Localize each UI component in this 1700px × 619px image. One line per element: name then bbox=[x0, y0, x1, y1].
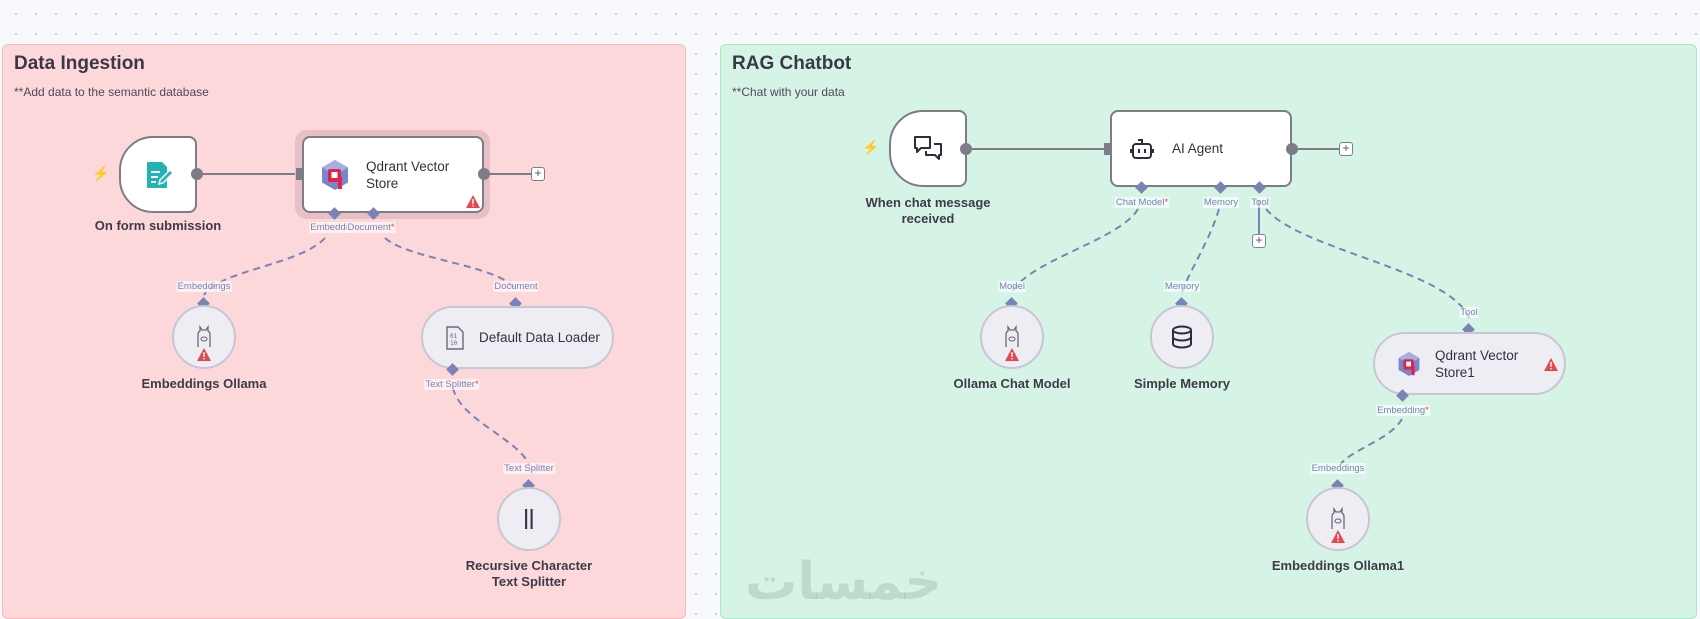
chat-bubbles-icon bbox=[914, 135, 942, 160]
warning-icon bbox=[466, 195, 480, 208]
node-label: When chat message received bbox=[865, 195, 991, 226]
connection-label: Chat Model* bbox=[1114, 197, 1170, 208]
warning-icon bbox=[1544, 358, 1558, 371]
group-subtitle: **Add data to the semantic database bbox=[14, 85, 209, 99]
qdrant-logo-icon bbox=[322, 159, 348, 190]
node-when-chat-message-received[interactable] bbox=[889, 110, 967, 187]
ollama-llama-icon bbox=[197, 325, 211, 347]
input-port[interactable] bbox=[296, 168, 303, 180]
node-qdrant-vector-store[interactable]: Qdrant Vector Store bbox=[302, 136, 484, 213]
node-embeddings-ollama[interactable] bbox=[172, 305, 236, 369]
ollama-llama-icon bbox=[1331, 507, 1345, 529]
node-simple-memory[interactable] bbox=[1150, 305, 1214, 369]
svg-text:10: 10 bbox=[450, 340, 458, 347]
node-label: Simple Memory bbox=[1133, 376, 1231, 391]
warning-icon bbox=[1331, 530, 1345, 543]
output-port[interactable] bbox=[1286, 143, 1298, 155]
warning-icon bbox=[1005, 348, 1019, 361]
warning-icon bbox=[197, 348, 211, 361]
watermark: خمسات bbox=[745, 552, 943, 612]
output-port[interactable] bbox=[478, 168, 490, 180]
node-title-line2: Store bbox=[366, 175, 399, 191]
group-subtitle: **Chat with your data bbox=[732, 85, 845, 99]
output-port[interactable] bbox=[191, 168, 203, 180]
add-tool-button[interactable]: + bbox=[1252, 234, 1266, 248]
node-label: Embeddings Ollama bbox=[141, 376, 267, 391]
node-title: AI Agent bbox=[1172, 141, 1224, 156]
node-label: On form submission bbox=[94, 218, 222, 233]
output-port[interactable] bbox=[960, 143, 972, 155]
connection-label: Document* bbox=[346, 222, 396, 233]
connection-label: Embedding* bbox=[1376, 405, 1430, 416]
node-title: Default Data Loader bbox=[479, 330, 600, 345]
node-title-line1: Qdrant Vector bbox=[366, 158, 450, 174]
connection-label: Text Splitter* bbox=[424, 379, 480, 390]
text-split-icon bbox=[525, 509, 533, 529]
node-ai-agent[interactable]: AI Agent bbox=[1110, 110, 1292, 187]
node-title-line1: Qdrant Vector bbox=[1435, 347, 1519, 363]
form-edit-icon bbox=[147, 161, 174, 188]
group-title: RAG Chatbot bbox=[732, 53, 852, 74]
connection-label: Memory bbox=[1202, 197, 1240, 208]
node-embeddings-ollama1[interactable] bbox=[1306, 487, 1370, 551]
connection-label: Tool bbox=[1250, 197, 1270, 208]
ollama-llama-icon bbox=[1005, 325, 1019, 347]
connection-label: Embeddi bbox=[309, 222, 349, 233]
connection-label: Text Splitter bbox=[503, 463, 555, 474]
node-label: Recursive Character Text Splitter bbox=[465, 558, 593, 589]
node-label: Ollama Chat Model bbox=[953, 376, 1071, 391]
input-port[interactable] bbox=[1104, 143, 1111, 155]
lightning-bolt-icon: ⚡ bbox=[862, 139, 880, 155]
connection-label: Model bbox=[998, 281, 1026, 292]
connection-label: Document bbox=[493, 281, 539, 292]
node-ollama-chat-model[interactable] bbox=[980, 305, 1044, 369]
node-on-form-submission[interactable] bbox=[119, 136, 197, 213]
connection-label: Memory bbox=[1163, 281, 1201, 292]
connection-label: Embeddings bbox=[176, 281, 232, 292]
connection-label: Tool bbox=[1459, 307, 1479, 318]
node-title-line2: Store1 bbox=[1435, 364, 1475, 380]
robot-icon bbox=[1130, 138, 1154, 159]
add-node-button[interactable]: + bbox=[1339, 142, 1353, 156]
connection-label: Embeddings bbox=[1310, 463, 1366, 474]
svg-text:01: 01 bbox=[450, 333, 458, 340]
database-icon bbox=[1172, 325, 1192, 349]
node-qdrant-vector-store1[interactable]: Qdrant Vector Store1 bbox=[1373, 332, 1566, 395]
add-node-button[interactable]: + bbox=[531, 167, 545, 181]
node-label: Embeddings Ollama1 bbox=[1271, 558, 1405, 573]
lightning-bolt-icon: ⚡ bbox=[92, 165, 110, 181]
node-recursive-character-text-splitter[interactable] bbox=[497, 487, 561, 551]
group-title: Data Ingestion bbox=[14, 53, 145, 74]
qdrant-logo-icon bbox=[1398, 351, 1420, 376]
